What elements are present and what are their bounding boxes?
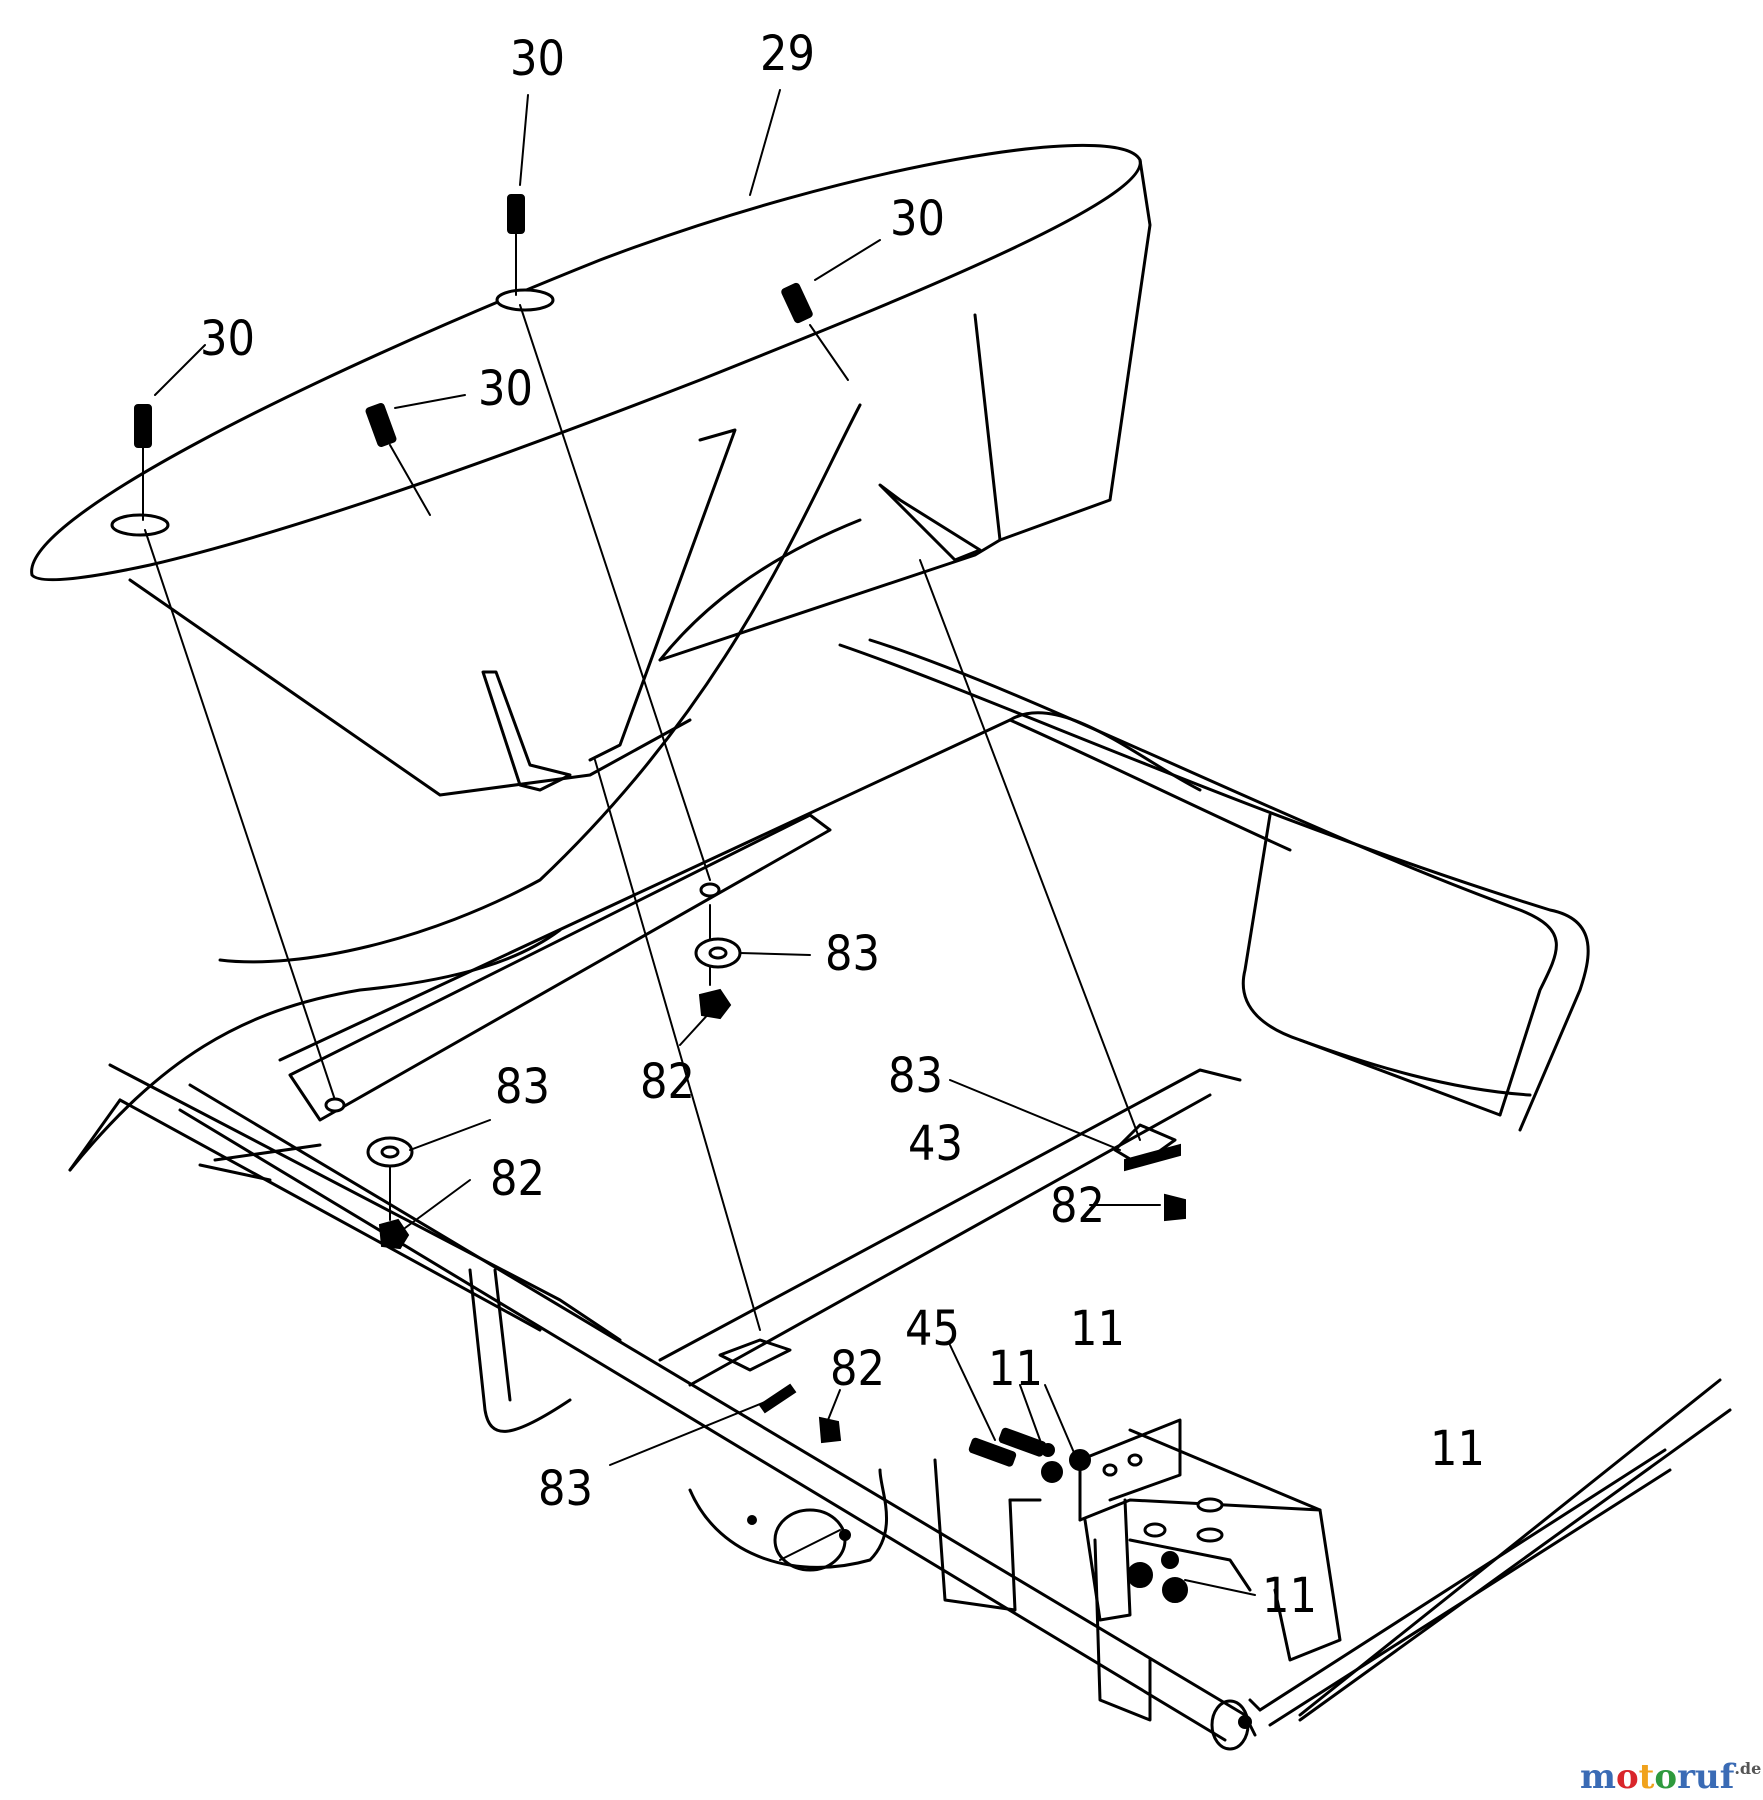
support-legs	[933, 1458, 1152, 1722]
assembly-leader-lines	[142, 232, 1141, 1331]
wm-letter: ruf	[1677, 1757, 1737, 1797]
callout-30: 30	[200, 311, 255, 367]
watermark-logo: motoruf.de	[1580, 1757, 1761, 1797]
callout-82: 82	[1050, 1178, 1105, 1234]
hopper-hole-mid	[495, 288, 555, 312]
callout-82: 82	[490, 1151, 545, 1207]
callout-11: 11	[1430, 1421, 1485, 1477]
mounting-frame	[68, 638, 1590, 1387]
callout-83: 83	[825, 926, 880, 982]
callout-leaders	[154, 89, 1256, 1596]
callout-29: 29	[760, 26, 815, 82]
washer-icon	[366, 937, 1181, 1414]
wm-letter: m	[1580, 1757, 1616, 1797]
bolt-group	[968, 1427, 1091, 1483]
hopper-hole-left	[110, 513, 170, 537]
wm-letter: o	[1654, 1757, 1677, 1797]
wm-suffix: .de	[1734, 1759, 1761, 1778]
callout-83: 83	[495, 1059, 550, 1115]
callout-11: 11	[1070, 1301, 1125, 1357]
frame-slot	[324, 1097, 346, 1113]
hopper-bowl	[30, 143, 1152, 964]
bolt-icon	[134, 194, 813, 448]
wm-letter: o	[1616, 1757, 1639, 1797]
wheel-bracket	[688, 1468, 888, 1572]
callout-30: 30	[890, 191, 945, 247]
nut-icon	[378, 988, 1186, 1444]
callout-11: 11	[1262, 1568, 1317, 1624]
wm-letter: t	[1639, 1757, 1655, 1797]
frame-tab-front	[718, 1338, 792, 1372]
axle-tube	[178, 1083, 1732, 1751]
callout-11: 11	[988, 1341, 1043, 1397]
callout-82: 82	[830, 1341, 885, 1397]
mounting-plate-assembly	[1078, 1418, 1342, 1662]
callout-30: 30	[510, 31, 565, 87]
callout-83: 83	[888, 1048, 943, 1104]
callout-83: 83	[538, 1461, 593, 1517]
handle-loop	[468, 1268, 572, 1433]
callout-45: 45	[905, 1301, 960, 1357]
frame-tab-right	[1113, 1123, 1177, 1167]
callout-30: 30	[478, 361, 533, 417]
callout-43: 43	[908, 1116, 963, 1172]
callout-82: 82	[640, 1054, 695, 1110]
frame-slot	[699, 882, 721, 898]
